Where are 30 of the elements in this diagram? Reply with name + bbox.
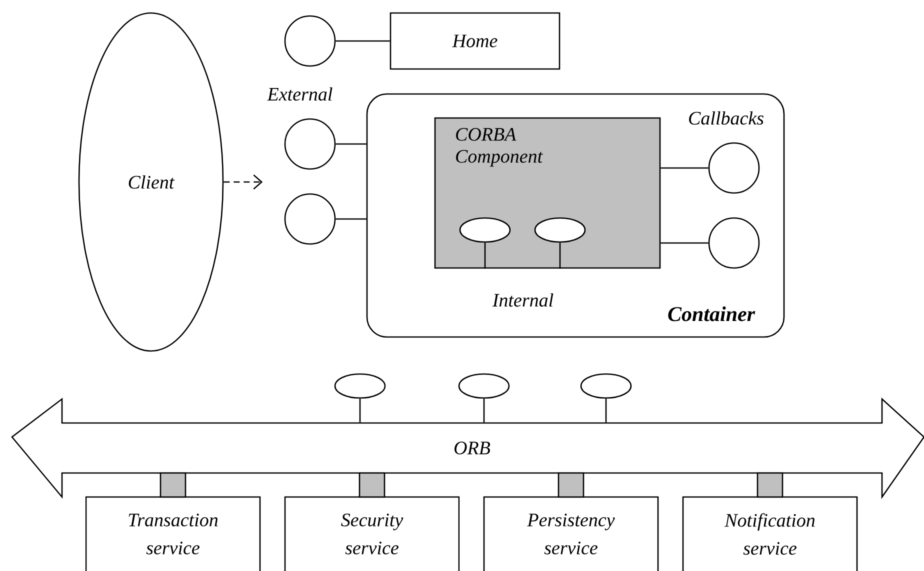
port-oval	[534, 217, 586, 243]
service-box: Persistency service	[483, 496, 659, 571]
port-label: External	[267, 87, 332, 101]
connector-line	[605, 398, 607, 422]
connector-line	[359, 398, 361, 422]
home-box: Home	[390, 12, 560, 70]
connector-line	[336, 40, 390, 42]
service-box: Security service	[284, 496, 460, 571]
service-box: Notification service	[682, 496, 858, 571]
port-oval	[334, 373, 386, 399]
port-oval	[580, 373, 632, 399]
port-label: Internal	[492, 293, 554, 307]
port-circle	[708, 217, 760, 269]
connector-line	[559, 242, 561, 269]
port-oval	[458, 373, 510, 399]
port-circle	[284, 15, 336, 67]
component-box: CORBA Component	[434, 117, 661, 269]
connector-line	[224, 174, 263, 190]
connector-line	[660, 242, 708, 244]
connector-line	[660, 167, 708, 169]
connector-line	[336, 218, 366, 220]
service-box: Transaction service	[85, 496, 261, 571]
port-oval	[459, 217, 511, 243]
port-label: Callbacks	[689, 111, 764, 125]
port-circle	[708, 142, 760, 194]
connector-line	[336, 143, 366, 145]
connector-line	[483, 398, 485, 422]
connector-line	[484, 242, 486, 269]
port-circle	[284, 193, 336, 245]
port-circle	[284, 118, 336, 170]
